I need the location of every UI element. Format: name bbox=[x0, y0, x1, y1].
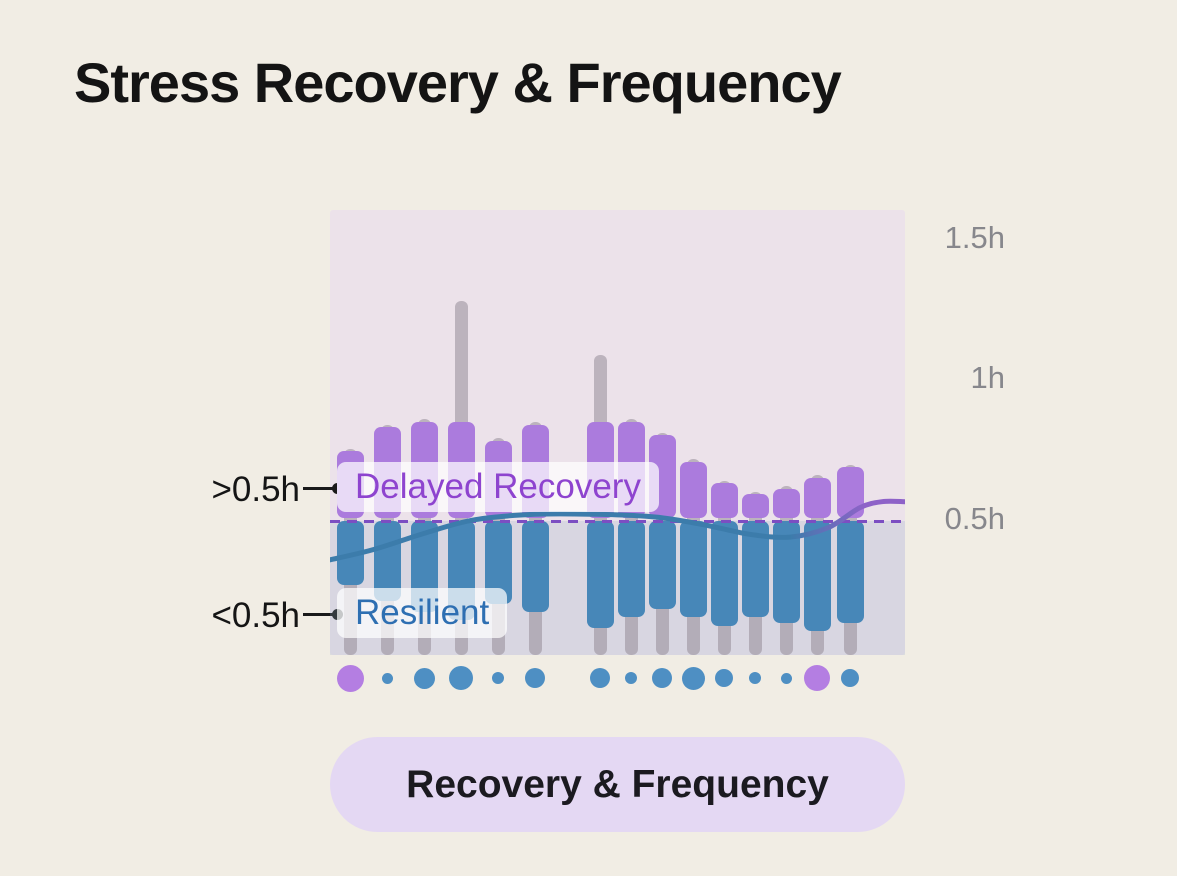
bar-resilient bbox=[521, 521, 549, 613]
page-title: Stress Recovery & Frequency bbox=[74, 51, 842, 114]
bar-resilient bbox=[803, 521, 831, 631]
bar-delayed bbox=[772, 488, 800, 518]
bar-resilient bbox=[586, 521, 614, 629]
frequency-dot bbox=[652, 668, 672, 688]
frequency-dot bbox=[715, 669, 733, 687]
bar-delayed bbox=[710, 483, 738, 518]
frequency-dot bbox=[336, 664, 364, 692]
frequency-dots-row bbox=[330, 652, 905, 704]
frequency-dot bbox=[749, 672, 761, 684]
frequency-dot bbox=[381, 672, 393, 684]
threshold-annotation-above: >0.5h bbox=[211, 470, 300, 509]
frequency-dot bbox=[492, 672, 504, 684]
bar-delayed bbox=[741, 494, 769, 518]
bar-resilient bbox=[679, 521, 707, 618]
bar-delayed bbox=[679, 462, 707, 518]
y-tick-0-5h: 0.5h bbox=[944, 501, 1005, 536]
y-tick-1-5h: 1.5h bbox=[944, 220, 1005, 255]
chart-plot: Delayed Recovery Resilient bbox=[330, 210, 905, 655]
resilient-zone-label: Resilient bbox=[337, 588, 508, 638]
frequency-dot bbox=[841, 669, 859, 687]
frequency-dot bbox=[413, 667, 435, 689]
bar-resilient bbox=[617, 521, 645, 618]
bar-resilient bbox=[648, 521, 676, 610]
frequency-dot bbox=[804, 665, 830, 691]
threshold-annotation-below: <0.5h bbox=[211, 596, 300, 635]
recovery-frequency-button[interactable]: Recovery & Frequency bbox=[330, 737, 905, 832]
delayed-recovery-zone-label: Delayed Recovery bbox=[337, 462, 659, 512]
threshold-line bbox=[330, 520, 905, 523]
bar-delayed bbox=[803, 478, 831, 518]
frequency-dot bbox=[625, 672, 637, 684]
trend-line bbox=[330, 498, 905, 563]
bar-resilient bbox=[373, 521, 401, 602]
frequency-dot bbox=[525, 668, 545, 688]
frequency-dot bbox=[590, 668, 610, 688]
frequency-dot bbox=[449, 666, 473, 690]
bar-resilient bbox=[710, 521, 738, 626]
delayed-recovery-label-text: Delayed Recovery bbox=[355, 467, 641, 506]
bar-resilient bbox=[836, 521, 864, 623]
frequency-dot bbox=[681, 666, 705, 690]
frequency-dot bbox=[780, 672, 792, 684]
resilient-label-text: Resilient bbox=[355, 593, 490, 632]
y-tick-1h: 1h bbox=[970, 360, 1005, 395]
